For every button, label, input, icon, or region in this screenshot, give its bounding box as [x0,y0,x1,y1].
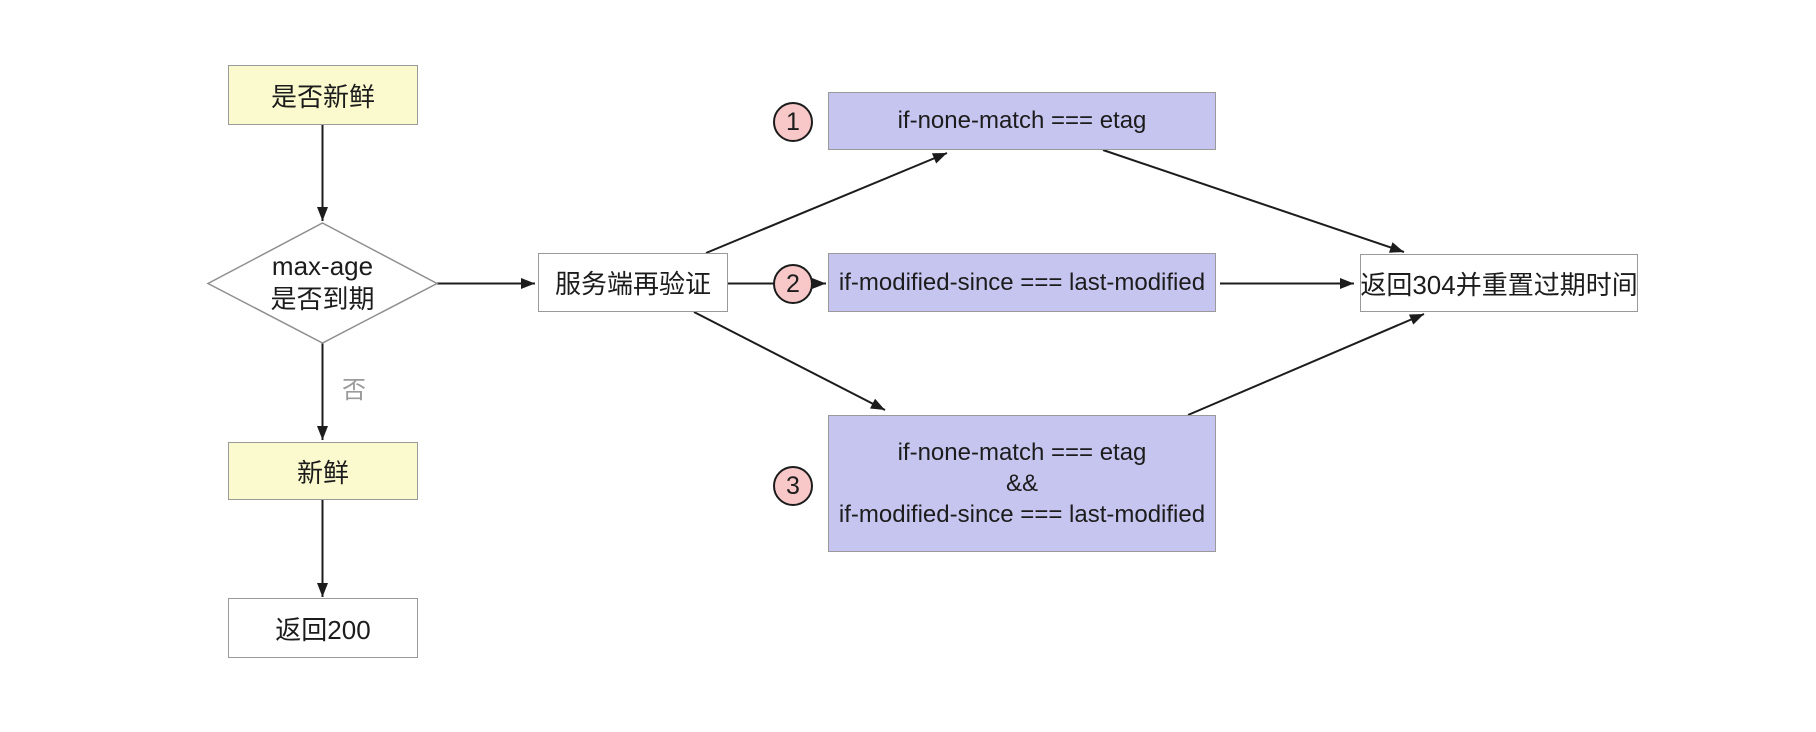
node-branch-2-label: if-modified-since === last-modified [838,268,1206,296]
node-return-304: 返回304并重置过期时间 [1360,254,1638,312]
badge-3: 3 [773,466,813,506]
badge-3-number: 3 [786,471,800,500]
node-return-200-label: 返回200 [275,614,371,645]
node-fresh: 新鲜 [228,442,418,500]
edge-revalidate-to-branch1 [705,152,948,254]
node-return-304-label: 返回304并重置过期时间 [1360,269,1638,300]
decision-diamond-shape [206,222,439,344]
node-branch-2: if-modified-since === last-modified [828,253,1216,312]
node-maxage-decision: max-age 是否到期 [212,250,433,316]
node-fresh-check: 是否新鲜 [228,65,418,125]
edge-branch1-to-return304 [1102,149,1405,253]
edge-branch3-to-return304 [1187,313,1425,416]
node-branch-3-line2: && [1005,470,1038,497]
edge-revalidate-to-branch3 [693,311,886,411]
node-revalidate: 服务端再验证 [538,253,728,312]
node-fresh-label: 新鲜 [296,457,349,488]
node-return-200: 返回200 [228,598,418,658]
node-fresh-check-label: 是否新鲜 [270,81,375,112]
node-revalidate-label: 服务端再验证 [554,269,711,299]
node-branch-3-line3: if-modified-since === last-modified [838,501,1206,528]
node-branch-1: if-none-match === etag [828,92,1216,150]
badge-1-number: 1 [786,107,800,136]
badge-2: 2 [773,264,813,304]
node-maxage-decision-line2: 是否到期 [270,284,375,314]
node-maxage-decision-line1: max-age [271,251,374,281]
node-branch-3: if-none-match === etag && if-modified-si… [828,415,1216,552]
node-branch-3-line1: if-none-match === etag [897,439,1147,466]
node-branch-1-label: if-none-match === etag [897,107,1147,134]
badge-2-number: 2 [786,269,800,298]
badge-1: 1 [773,102,813,142]
edge-label-no: 否 [342,377,366,404]
